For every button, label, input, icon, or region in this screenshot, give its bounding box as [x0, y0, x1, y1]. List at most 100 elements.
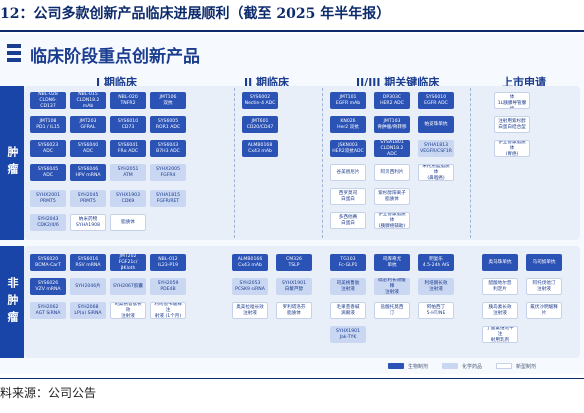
product-box: 阿托伐他汀 注射液 — [526, 278, 562, 295]
legend-new-label: 新型制剂 — [516, 363, 537, 370]
product-box: 伊立替康脂质体 (胰腺癌辅助) — [374, 212, 410, 229]
panel-title: 临床阶段重点创新产品 — [30, 47, 200, 67]
product-box: SYH2068 LP(a) SiRNA — [70, 302, 106, 319]
product-box: SYS6020 BCMA-CarT — [30, 254, 66, 271]
legend-chem-swatch — [442, 363, 458, 369]
product-box: 阿贝西利片 — [374, 164, 410, 181]
legend-chem: 化学药品 — [442, 362, 482, 370]
product-box: KN026 Her2 双抗 — [330, 116, 366, 133]
product-box: 明复乐 4.5-24h AIS — [418, 254, 454, 271]
product-box: 毛果芸香碱 滴眼液 — [330, 302, 366, 319]
column-phase1: I 期临床 — [96, 76, 137, 89]
legend-chem-label: 化学药品 — [462, 363, 483, 370]
product-box: ALMB0166 Cx43 mAb — [232, 254, 268, 271]
product-box: JSKN003 HER2双抗ADC — [330, 140, 366, 157]
product-box: SYH2067胶囊 — [110, 278, 146, 295]
product-box: 米托蒽醌脂质体 (鼻咽癌) — [418, 164, 454, 181]
product-box: SYH2059 PDE4B — [150, 278, 186, 295]
product-box: SYS6026 VZV mRNA — [30, 278, 66, 295]
column-phase23: II/III 期关键临床 — [356, 76, 440, 89]
product-box: SYS6043 B7H3 ADC — [150, 140, 186, 157]
product-box: 乌司奴单抗 — [526, 254, 562, 271]
product-box: SYS6046 HPV mRNA — [70, 164, 106, 181]
caption-rule — [0, 30, 584, 32]
product-box: 多西他赛 白蛋白 — [330, 212, 366, 229]
product-box: ALMB0168 Cx43 mAb — [242, 140, 278, 157]
product-box: 丁酸氯维地平注 射用乳剂 — [482, 326, 518, 343]
tumor-section — [24, 86, 580, 240]
product-box: NBL-015 CLDN18.2 mAb — [70, 92, 106, 109]
product-box: 利培酮长效 注射液 — [418, 278, 454, 295]
product-box: 罗利塔洛芬 脂质体 — [276, 302, 312, 319]
product-box: 奥马珠单抗 — [482, 254, 518, 271]
product-box: 氟伏沙明缓释 片 — [526, 302, 562, 319]
divider-phase — [234, 88, 236, 238]
product-box: 阿帕西丁 5-HT/NE — [418, 302, 454, 319]
legend-new-swatch — [496, 363, 512, 369]
product-box: 硫必利长效缓释 注射液 — [374, 278, 410, 295]
product-box: 帕妥珠单抗 — [418, 116, 454, 133]
product-box: NBL-028 CLDN6-CD137 — [30, 92, 66, 109]
source-note: 料来源：公司公告 — [0, 386, 97, 400]
product-box: SYS6041 FRα ADC — [110, 140, 146, 157]
product-box: DP303C HER2 ADC — [374, 92, 410, 109]
product-box: 紫杉醇阳离子 脂质体 — [374, 188, 410, 205]
product-box: NBL-020 TNFR2 — [110, 92, 146, 109]
column-phase2: II 期临床 — [244, 76, 290, 89]
legend-bio: 生物制剂 — [388, 362, 428, 370]
product-box: SYHX1903 CDK9 — [110, 190, 146, 207]
legend-bio-swatch — [388, 363, 404, 369]
product-box: JMT103 骨肿瘤/骨转移 — [374, 116, 410, 133]
product-box: 脂质体 — [110, 214, 146, 231]
product-box: SYHX1901 白藜芦醇 — [276, 278, 312, 295]
product-box: 伊立替康脂质体 1L胰腺导管腺癌 — [494, 92, 530, 109]
product-box: SYHA1815 FGFR/RET — [150, 190, 186, 207]
product-box: SYH2053 PCSK9 siRNA — [232, 278, 268, 295]
product-box: JMT202 FGF21c/βKloth — [110, 254, 146, 271]
product-box: JMT101 EGFR mAb — [330, 92, 366, 109]
legend-bio-label: 生物制剂 — [408, 363, 429, 370]
product-box: 利司他韦缓释注 射液 (1个月) — [150, 302, 186, 319]
product-box: SYHX1901 Jak-TYK — [330, 326, 366, 343]
product-box: 西罗莫司 白蛋白 — [330, 188, 366, 205]
product-box: 伊立替康脂质体 (胃癌) — [494, 140, 530, 157]
product-box: SYHA1813 VEGFR/CSF1R — [418, 140, 454, 157]
product-box: SYH2045 PRMT5 — [70, 190, 106, 207]
product-box: 纳米药物 SYHA1908 — [70, 214, 106, 231]
product-box: SYS6016 RSV mRNA — [70, 254, 106, 271]
product-box: 谷美替尼片 — [330, 164, 366, 181]
product-box: JMT108 PD1 / IL15 — [30, 116, 66, 133]
product-box: 司美格鲁肽长效 注射液 — [110, 302, 146, 319]
product-box: 奥美拉唑长效 注射液 — [232, 302, 268, 319]
figure-caption: 12：公司多款创新产品临床进展顺利（截至 2025 年半年报） — [0, 6, 391, 22]
band-tumor: 肿瘤 — [0, 86, 24, 240]
product-box: 司美格鲁肽 注射液 — [330, 278, 366, 295]
product-box: JMT601 CD20/CD47 — [242, 116, 278, 133]
product-box: 司库奇尤 单抗 — [374, 254, 410, 271]
product-box: SYS6040 ADC — [70, 140, 106, 157]
divider-phase — [470, 88, 472, 238]
product-box: SYS6005 ROR1 ADC — [150, 116, 186, 133]
product-box: SYH2051 ATM — [110, 164, 146, 181]
divider-phase — [322, 88, 324, 238]
band-nontumor: 非肿瘤 — [0, 246, 24, 358]
product-box: SYH2043 CDK2/4/6 — [30, 214, 66, 231]
title-bars-icon — [7, 44, 21, 62]
product-box: SYS6010 EGFR ADC — [418, 92, 454, 109]
product-box: JMT203 GFRAL — [70, 116, 106, 133]
product-box: SYHX2005 FGFR4 — [150, 164, 186, 181]
product-box: TG103 Fc-GLP1 — [330, 254, 366, 271]
product-box: SYSA1801 CLDN18.2 ADC — [374, 140, 410, 157]
product-box: SYH2046片 — [70, 278, 106, 295]
product-box: SYH2062 AGT SiRNA — [30, 302, 66, 319]
bottom-rule — [0, 378, 584, 379]
legend-new: 新型制剂 — [496, 362, 536, 370]
product-box: SYS6010 CD73 — [110, 116, 146, 133]
product-box: SYS6002 Nectin-4 ADC — [242, 92, 278, 109]
product-box: 醋酸地尔普 利定片 — [482, 278, 518, 295]
product-box: NBL-012 IL23-P19 — [150, 254, 186, 271]
product-box: 胰岛素长效 注射液 — [482, 302, 518, 319]
product-box: 盐酸托莫西 汀 — [374, 302, 410, 319]
product-box: JMT106 双抗 — [150, 92, 186, 109]
product-box: CM326 TSLP — [276, 254, 312, 271]
